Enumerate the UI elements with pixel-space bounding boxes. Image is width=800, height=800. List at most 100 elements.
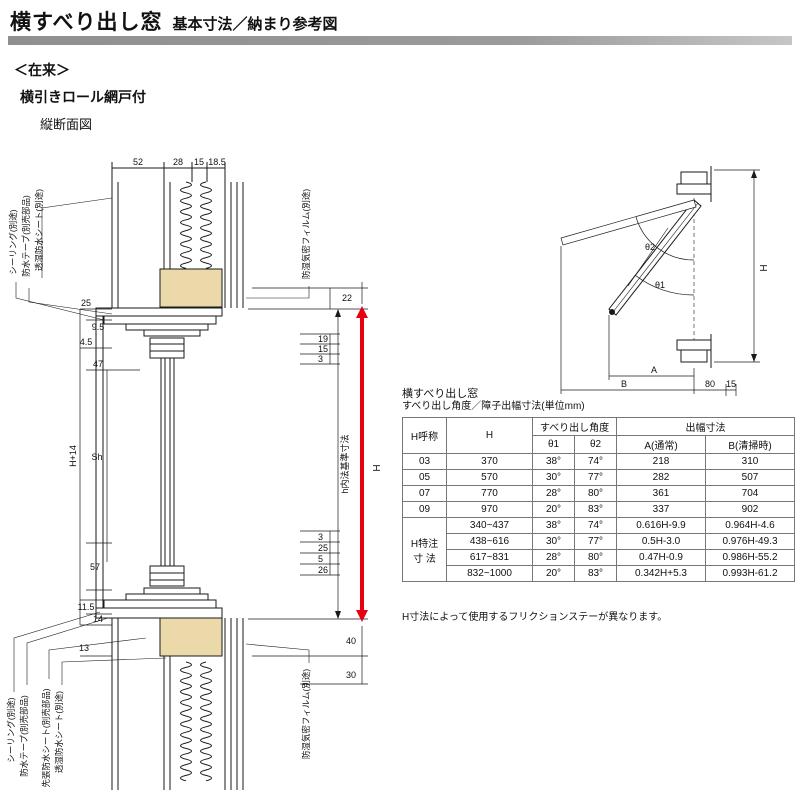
cell-t1: 20° [532, 565, 575, 582]
dim-80-label: 80 [705, 379, 715, 389]
cell-a: 0.616H-9.9 [616, 517, 706, 534]
table-title-line1: 横すべり出し窓 [402, 388, 479, 400]
dim-25: 25 [81, 298, 91, 308]
col-header-h: H [446, 417, 533, 454]
callout-sealing-bottom: シーリング(別途) [6, 697, 16, 762]
cell-a: 0.5H-3.0 [616, 533, 706, 550]
cell-t2: 80° [574, 485, 617, 502]
dim-22: 22 [342, 293, 352, 303]
cell-h: 617~831 [446, 549, 533, 566]
table-footnote: H寸法によって使用するフリクションステーが異なります。 [402, 612, 668, 623]
dim-a-label: A [651, 365, 657, 375]
callout-sheet-bottom: 透湿防水シート(別途) [54, 691, 64, 773]
callout-tape-bottom: 防水テープ(別売部品) [19, 695, 29, 777]
wall-section-bottom [111, 617, 244, 790]
table-row: 438~616 30° 77° 0.5H-3.0 0.976H-49.3 [403, 533, 795, 550]
spec-table-block: 横すべり出し窓 すべり出し角度／障子出幅寸法(単位mm) H呼称 H すべり出し… [402, 388, 795, 582]
callout-leaders [13, 197, 310, 692]
cell-a: 0.47H-0.9 [616, 549, 706, 566]
cell-h: 770 [446, 485, 533, 502]
dim-9-5: 9.5 [92, 322, 105, 332]
h-label: H [372, 464, 383, 471]
page-subtitle: 基本寸法／納まり参考図 [172, 16, 338, 33]
dim-47: 47 [93, 359, 103, 369]
dim-5: 5 [318, 554, 323, 564]
cell-t2: 77° [574, 533, 617, 550]
window-sill-frame [95, 565, 223, 619]
cell-t1: 28° [532, 549, 575, 566]
dim-40: 40 [346, 636, 356, 646]
cell-a: 0.342H+5.3 [616, 565, 706, 582]
dim-3: 3 [318, 354, 323, 364]
dim-19: 19 [318, 334, 328, 344]
dim-13: 13 [79, 643, 89, 653]
cell-name: 03 [402, 453, 447, 470]
dimension-labels: 52 28 15 18.5 25 9.5 4.5 47 H+14 Sh 57 1… [68, 157, 383, 680]
dim-4-5: 4.5 [80, 337, 93, 347]
cell-a: 282 [616, 469, 706, 486]
cell-t1: 30° [532, 469, 575, 486]
cell-t1: 30° [532, 533, 575, 550]
cell-t1: 38° [532, 517, 575, 534]
cell-t2: 83° [574, 501, 617, 518]
cell-h: 370 [446, 453, 533, 470]
angle-arrowheads [751, 170, 757, 362]
header-divider-bar [8, 36, 792, 45]
dim-b-label: B [621, 379, 627, 389]
table-row: 09 970 20° 83° 337 902 [402, 501, 795, 518]
cell-b: 902 [705, 501, 795, 518]
cell-t1: 38° [532, 453, 575, 470]
callout-sealing-top: シーリング(別途) [8, 209, 18, 274]
angle-bottom-dimensions [560, 169, 760, 396]
wood-sill-plate [159, 617, 223, 657]
h-dimension-arrow [356, 306, 368, 622]
cell-t2: 74° [574, 453, 617, 470]
table-row: H特注 寸 法 340~437 38° 74° 0.616H-9.9 0.964… [402, 517, 795, 582]
cell-h: 570 [446, 469, 533, 486]
page-header: 横すべり出し窓 基本寸法／納まり参考図 [10, 6, 338, 36]
dim-15b: 15 [318, 344, 328, 354]
material-callouts: シーリング(別途) 防水テープ(別売部品) 透湿防水シート(別途) 防湿気密フィ… [6, 189, 311, 788]
theta1-label: θ1 [655, 280, 665, 290]
wall-section-top [111, 181, 244, 308]
right-dimension-lines [248, 282, 368, 685]
window-head-frame [95, 307, 223, 359]
cell-t1: 28° [532, 485, 575, 502]
insulation-coil-icon [180, 181, 192, 269]
dim-25b: 25 [318, 543, 328, 553]
col-header-width: 出幅寸法 [616, 417, 795, 436]
cell-name: 07 [402, 485, 447, 502]
cell-b: 0.986H-55.2 [705, 549, 795, 566]
dim-3b: 3 [318, 532, 323, 542]
cell-t2: 80° [574, 549, 617, 566]
opening-angle-diagram: θ1 θ2 A B 80 15 H [560, 166, 770, 396]
table-row: 617~831 28° 80° 0.47H-0.9 0.986H-55.2 [403, 549, 795, 566]
table-row: 05 570 30° 77° 282 507 [402, 469, 795, 486]
cell-h: 340~437 [446, 517, 533, 534]
angle-frame-profiles [676, 166, 712, 368]
page-title: 横すべり出し窓 [10, 11, 163, 34]
top-dimension-lines [111, 162, 226, 182]
cell-b: 310 [705, 453, 795, 470]
col-header-h-name: H呼称 [402, 417, 447, 454]
callout-sakibari-bottom: 先張防水シート(別売部品) [41, 688, 51, 787]
section-view-title: 縦断面図 [40, 117, 93, 132]
table-row: 07 770 28° 80° 361 704 [402, 485, 795, 502]
interior-casing [95, 316, 104, 608]
wood-lintel [159, 268, 223, 308]
cell-name: 05 [402, 469, 447, 486]
cell-b: 507 [705, 469, 795, 486]
table-header-row-1: H呼称 H すべり出し角度 出幅寸法 [402, 417, 795, 454]
special-size-line1: H特注 [410, 538, 439, 550]
col-header-theta1: θ1 [532, 435, 575, 454]
glazing [160, 358, 175, 566]
table-row: 03 370 38° 74° 218 310 [402, 453, 795, 470]
callout-film-top: 防湿気密フィルム(別途) [301, 189, 311, 279]
cell-b: 0.976H-49.3 [705, 533, 795, 550]
cell-a: 337 [616, 501, 706, 518]
table-header-row-2: θ1 θ2 A(通常) B(清掃時) [403, 435, 795, 454]
dim-52: 52 [133, 157, 143, 167]
dim-30: 30 [346, 670, 356, 680]
construction-type-label: ＜在来＞ [14, 62, 70, 78]
